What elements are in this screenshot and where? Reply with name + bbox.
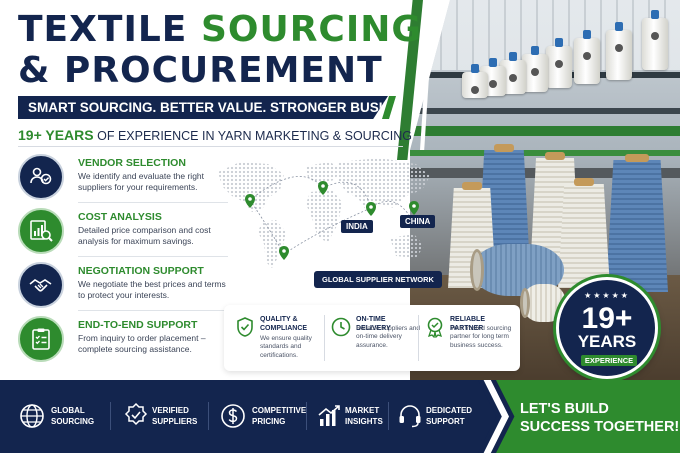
feature-on-time-delivery: ON-TIME DELIVERY Reliable suppliers and … — [324, 313, 420, 365]
feature-reliable-partner: RELIABLE PARTNER Your trusted sourcing p… — [418, 313, 514, 365]
feature-description: We ensure quality standards and certific… — [260, 335, 312, 359]
clipboard-icon — [18, 316, 64, 362]
seal-number: 19+ — [581, 302, 633, 335]
service-end-to-end-support: END-TO-END SUPPORT From inquiry to order… — [18, 316, 218, 366]
cta-text: LET'S BUILD SUCCESS TOGETHER! — [520, 401, 680, 435]
feature-title: ON-TIME DELIVERY — [356, 316, 391, 332]
globe-icon — [20, 404, 44, 428]
feature-title: RELIABLE PARTNER — [450, 316, 485, 332]
dollar-icon — [221, 404, 245, 428]
bottom-item-label: VERIFIED SUPPLIERS — [152, 406, 198, 426]
service-title: VENDOR SELECTION — [78, 157, 186, 169]
award-icon — [427, 317, 443, 338]
experience-line: 19+ YEARS OF EXPERIENCE IN YARN MARKETIN… — [18, 127, 412, 143]
service-negotiation-support: NEGOTIATION SUPPORT We negotiate the bes… — [18, 262, 228, 312]
experience-text: OF EXPERIENCE IN YARN MARKETING & SOURCI… — [97, 129, 412, 143]
feature-description: Your trusted sourcing partner for long t… — [450, 325, 512, 349]
global-network-label: GLOBAL SUPPLIER NETWORK — [314, 271, 442, 288]
map-label-china: CHINA — [400, 215, 436, 228]
verified-badge-icon — [124, 402, 148, 426]
title-word-textile: TEXTILE — [18, 9, 188, 50]
seal-stars: ★★★★★ — [584, 291, 630, 300]
handshake-icon — [18, 262, 64, 308]
service-title: COST ANALYSIS — [78, 211, 162, 223]
feature-quality-compliance: QUALITY & COMPLIANCE We ensure quality s… — [228, 313, 324, 365]
shield-check-icon — [237, 317, 253, 337]
service-description: Detailed price comparison and cost analy… — [78, 225, 211, 246]
service-description: We negotiate the best prices and terms t… — [78, 279, 226, 300]
service-vendor-selection: VENDOR SELECTION We identify and evaluat… — [18, 154, 228, 204]
experience-years: 19+ YEARS — [18, 127, 94, 143]
bottom-item-label: GLOBAL SOURCING — [51, 406, 95, 426]
service-title: END-TO-END SUPPORT — [78, 319, 198, 331]
map-pin-icon — [245, 181, 419, 260]
feature-title: QUALITY & COMPLIANCE — [260, 316, 308, 332]
bottom-item-label: DEDICATED SUPPORT — [426, 406, 473, 426]
header-divider — [18, 146, 403, 147]
bar-chart-icon — [318, 405, 340, 426]
page-title-line1: TEXTILE SOURCING — [18, 9, 422, 50]
feature-description: Reliable suppliers and on-time delivery … — [356, 325, 420, 349]
service-title: NEGOTIATION SUPPORT — [78, 265, 204, 277]
headset-icon — [399, 405, 421, 428]
service-description: From inquiry to order placement – comple… — [78, 333, 206, 354]
seal-label: EXPERIENCE — [581, 355, 637, 366]
cost-analysis-icon — [18, 208, 64, 254]
service-description: We identify and evaluate the right suppl… — [78, 171, 205, 192]
cta-banner: LET'S BUILD SUCCESS TOGETHER! — [496, 380, 680, 453]
page-title-line2: & PROCUREMENT — [18, 50, 383, 91]
clock-icon — [331, 317, 351, 337]
service-cost-analysis: COST ANALYSIS Detailed price comparison … — [18, 208, 228, 258]
map-label-india: INDIA — [341, 220, 373, 233]
world-map — [210, 150, 440, 290]
bottom-item-label: COMPETITIVE PRICING — [252, 406, 307, 426]
tagline-banner: SMART SOURCING. BETTER VALUE. STRONGER B… — [18, 96, 388, 119]
seal-unit: YEARS — [577, 332, 637, 351]
feature-panel: QUALITY & COMPLIANCE We ensure quality s… — [224, 305, 520, 371]
title-word-sourcing: SOURCING — [200, 9, 422, 50]
vendor-selection-icon — [18, 154, 64, 200]
years-experience-seal: ★★★★★ 19+ YEARS EXPERIENCE — [556, 277, 658, 379]
bottom-item-label: MARKET INSIGHTS — [345, 406, 383, 426]
